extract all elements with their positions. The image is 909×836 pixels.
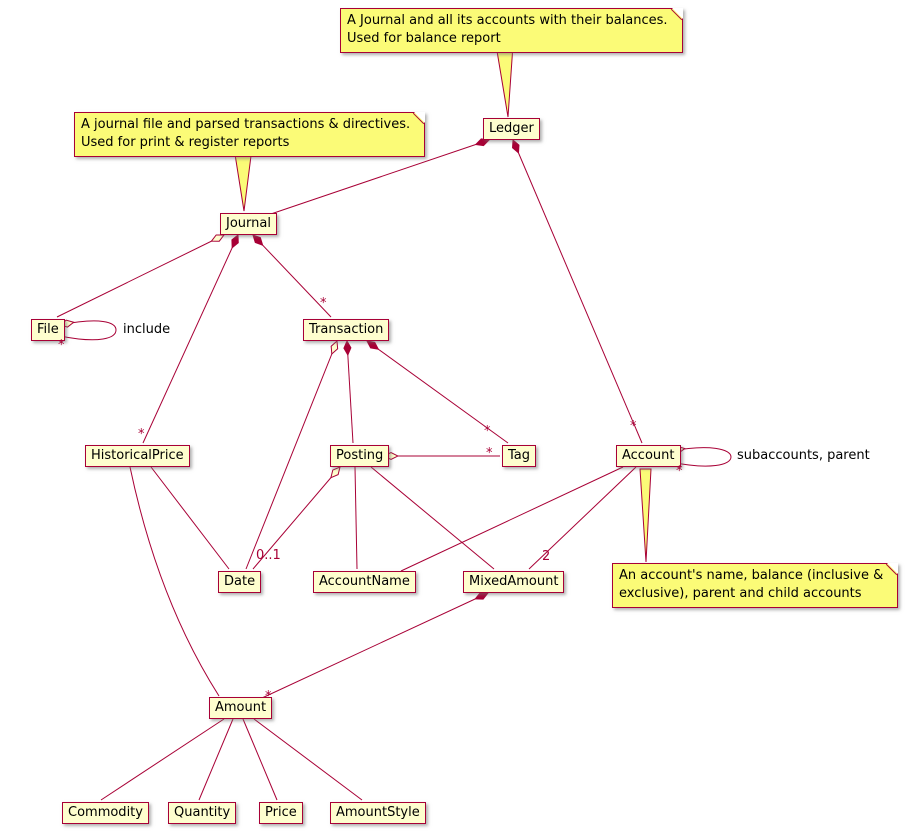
edge-historicalprice-amount [129,466,220,697]
class-box-mixedamount: MixedAmount [463,571,565,593]
multiplicity-mixedamount-amount: * [265,689,272,704]
multiplicity-transaction-tag: * [484,424,491,439]
edge-account-self-loop [671,448,732,467]
edge-transaction-posting [347,341,354,444]
class-box-amountstyle: AmountStyle [330,802,426,824]
edge-journal-file [56,235,224,318]
edge-amount-amountstyle [253,718,363,801]
class-box-transaction: Transaction [303,319,390,341]
edge-amount-commodity [100,718,225,801]
edge-ledger-account [513,140,643,444]
multiplicity-journal-transaction: * [320,296,327,311]
multiplicity-posting-tag: * [486,446,493,461]
edge-ledger-journal [264,140,489,217]
edge-file-self-loop [60,321,117,341]
class-box-amount: Amount [209,697,273,719]
note-ledger-line2: Used for balance report [347,31,501,47]
edge-posting-date [252,467,340,570]
edge-posting-accountname [354,466,358,570]
edge-amount-quantity [198,718,234,801]
multiplicity-account-subaccounts: * [676,464,683,479]
note-fold-icon [887,563,899,574]
note-journal-line1: A journal file and parsed transactions &… [81,117,411,132]
note-pointer-account [639,468,652,563]
note-journal: A journal file and parsed transactions &… [74,112,426,158]
class-box-price: Price [259,802,303,824]
edge-transaction-tag [367,341,509,444]
multiplicity-journal-historicalprice: * [138,427,145,442]
edge-label-subaccounts-parent: subaccounts, parent [737,448,870,463]
multiplicity-posting-date: 0..1 [256,548,281,563]
edge-journal-transaction [253,235,332,318]
class-box-journal: Journal [220,213,277,235]
multiplicity-file-include: * [58,338,65,353]
edge-account-accountname [400,466,624,572]
multiplicity-ledger-account: * [630,419,637,434]
edge-label-include: include [123,322,171,337]
multiplicity-account-mixedamount: 2 [542,549,551,564]
note-account-line2: exclusive), parent and child accounts [619,586,862,602]
class-box-quantity: Quantity [168,802,237,824]
class-box-historicalprice: HistoricalPrice [85,445,190,467]
class-box-posting: Posting [330,445,390,467]
edge-transaction-date [245,341,337,570]
edge-historicalprice-date [150,466,230,570]
class-box-tag: Tag [502,445,537,467]
note-pointer-ledger [495,44,514,118]
note-account: An account's name, balance (inclusive & … [612,563,899,609]
edge-posting-mixedamount [370,466,495,570]
note-ledger: A Journal and all its accounts with thei… [340,8,683,54]
class-box-account: Account [616,445,681,467]
note-journal-line2: Used for print & register reports [81,135,290,151]
edge-amount-price [242,718,278,801]
edge-journal-historicalprice [142,235,238,444]
class-box-accountname: AccountName [313,571,416,593]
note-fold-icon [414,112,426,123]
class-box-commodity: Commodity [62,802,149,824]
note-pointer-journal [233,147,253,212]
class-box-ledger: Ledger [483,118,540,140]
class-box-date: Date [218,571,262,593]
edge-mixedamount-amount [261,593,488,699]
note-account-line1: An account's name, balance (inclusive & [619,568,884,583]
edge-account-mixedamount [528,466,637,570]
class-box-file: File [31,319,65,341]
note-ledger-line1: A Journal and all its accounts with thei… [347,13,668,28]
